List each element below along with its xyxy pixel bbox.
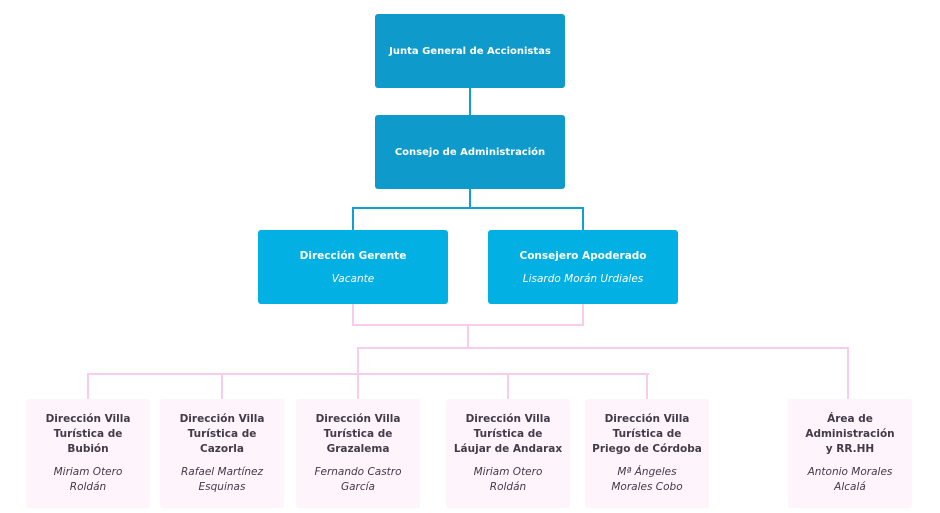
node-title: Dirección Villa Turística de Grazalema [315, 413, 401, 456]
connector-apoderado-vertical [582, 207, 584, 230]
node-person: Miriam Otero Roldán [473, 465, 543, 493]
node-villa-bubion: Dirección Villa Turística de Bubión Miri… [26, 399, 150, 508]
connector-cazorla-vertical [221, 373, 223, 399]
connector-gerente-down-vertical [352, 304, 354, 326]
node-villa-cazorla: Dirección Villa Turística de Cazorla Raf… [160, 399, 284, 508]
connector-management-horizontal [352, 207, 584, 209]
node-villa-grazalema: Dirección Villa Turística de Grazalema F… [296, 399, 420, 508]
node-person: Miriam Otero Roldán [53, 465, 123, 493]
node-consejero-apoderado: Consejero Apoderado Lisardo Morán Urdial… [488, 230, 678, 304]
node-title: Dirección Gerente [299, 249, 407, 262]
connector-bubion-vertical [87, 373, 89, 399]
connector-apoderado-down-vertical [582, 304, 584, 326]
node-person: Lisardo Morán Urdiales [522, 272, 644, 285]
node-person: Rafael Martínez Esquinas [180, 465, 264, 493]
node-person: Vacante [331, 272, 375, 285]
node-person: Fernando Castro García [314, 465, 402, 493]
node-title: Dirección Villa Turística de Láujar de A… [453, 413, 563, 456]
node-person: Antonio Morales Alcalá [807, 465, 893, 493]
connector-branch-horizontal [357, 347, 849, 349]
node-direccion-gerente: Dirección Gerente Vacante [258, 230, 448, 304]
node-title: Dirección Villa Turística de Priego de C… [592, 413, 702, 456]
node-person: Mª Ángeles Morales Cobo [611, 465, 683, 493]
node-title: Área de Administración y RR.HH [805, 413, 895, 456]
node-villa-laujar-andarax: Dirección Villa Turística de Láujar de A… [446, 399, 570, 508]
connector-priego-vertical [646, 373, 648, 399]
connector-root-board-vertical [469, 88, 471, 115]
node-junta-general-accionistas: Junta General de Accionistas [375, 14, 565, 88]
node-title: Consejo de Administración [394, 146, 546, 158]
node-villa-priego-cordoba: Dirección Villa Turística de Priego de C… [585, 399, 709, 508]
node-title: Junta General de Accionistas [389, 45, 551, 57]
connector-board-down-vertical [469, 189, 471, 208]
connector-area-vertical [847, 347, 849, 399]
node-area-administracion-rrhh: Área de Administración y RR.HH Antonio M… [788, 399, 912, 508]
connector-laujar-vertical [507, 373, 509, 399]
node-title: Consejero Apoderado [519, 249, 647, 262]
connector-mid-vertical [467, 324, 469, 349]
connector-gerente-vertical [352, 207, 354, 230]
node-consejo-administracion: Consejo de Administración [375, 115, 565, 189]
node-title: Dirección Villa Turística de Cazorla [179, 413, 265, 456]
node-title: Dirección Villa Turística de Bubión [45, 413, 131, 456]
connector-villas-horizontal [87, 373, 649, 375]
